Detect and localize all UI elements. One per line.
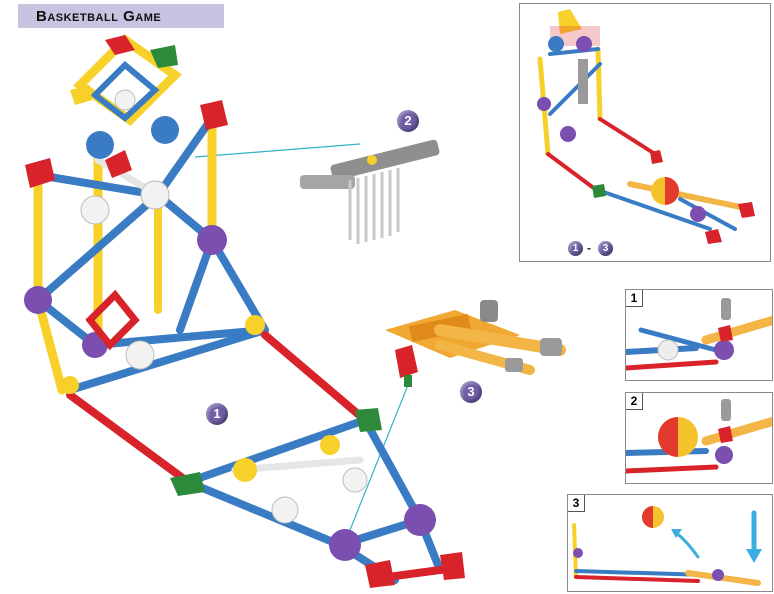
panel-2: 2 — [625, 392, 773, 484]
panel-3: 3 — [567, 494, 773, 592]
panel-1: 1 — [625, 289, 773, 381]
range-badge-start: 1 — [568, 241, 583, 256]
range-separator: - — [587, 241, 591, 255]
arc-arrow — [676, 533, 698, 557]
panel-2-drawing — [626, 393, 773, 484]
panel-2-number: 2 — [626, 393, 643, 410]
range-badge-end: 3 — [598, 241, 613, 256]
panel-3-number: 3 — [568, 495, 585, 512]
step-badge-3: 3 — [460, 381, 482, 403]
panel-3-drawing — [568, 495, 773, 592]
panel-1-drawing — [626, 290, 773, 381]
step-badge-1: 1 — [206, 403, 228, 425]
panel-1-number: 1 — [626, 290, 643, 307]
overview-panel: 1 - 3 — [519, 3, 771, 262]
overview-model-drawing — [520, 4, 771, 262]
